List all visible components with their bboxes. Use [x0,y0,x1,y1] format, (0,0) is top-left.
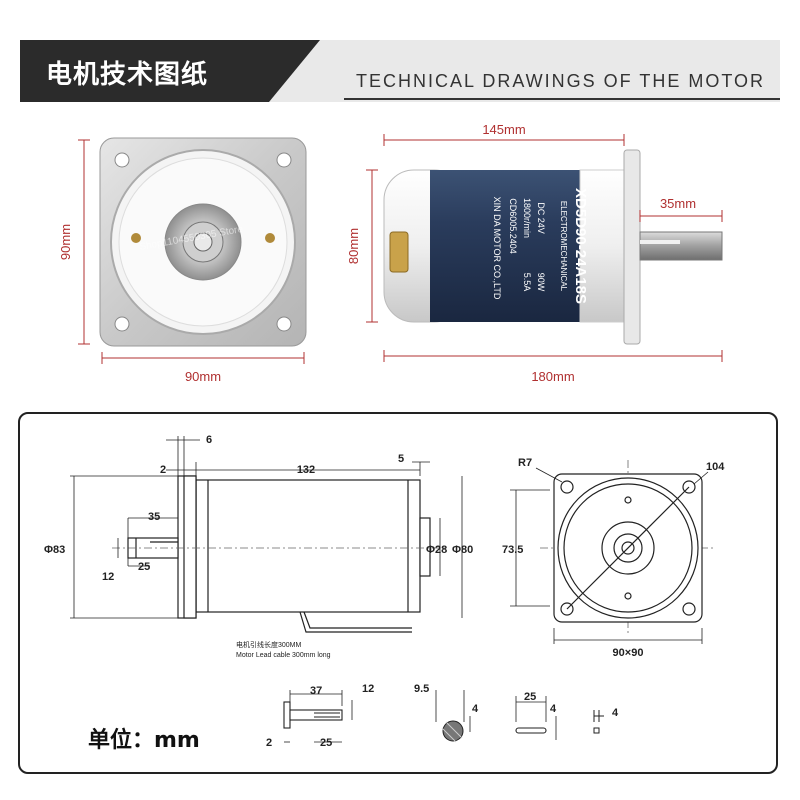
dim-90x90: 90×90 [613,647,644,659]
dim-phi80: Φ80 [452,544,473,556]
detail-4a: 4 [472,703,479,715]
dim-phi83: Φ83 [44,544,65,556]
dim-6: 6 [206,434,212,446]
detail-square-4: 4 [612,707,619,719]
dim-12: 12 [102,571,114,583]
motor-label: XD5D90-24A18S ELECTROMECHANICAL DC 24V 9… [492,188,589,304]
motor-model: XD5D90-24A18S [572,188,589,304]
front-dimensions [78,139,305,364]
detail-key-4: 4 [550,703,557,715]
motor-spec-voltage: DC 24V [536,202,546,234]
detail-12: 12 [362,683,374,695]
side-length-label: 145mm [482,122,525,137]
page-title-en: TECHNICAL DRAWINGS OF THE MOTOR [356,71,766,91]
page-title-cn: 电机技术图纸 [46,60,209,90]
dim-25: 25 [138,561,150,573]
motor-spec-power: 90W [536,273,546,292]
detail-9-5: 9.5 [414,683,429,695]
motor-spec-code: CD6005.2404 [508,198,518,254]
dim-2: 2 [160,464,166,476]
cable-note-cn: 电机引线长度300MM [236,640,302,649]
detail-25: 25 [320,737,332,749]
detail-key-25: 25 [524,691,536,703]
dim-132: 132 [297,464,315,476]
front-height-label: 90mm [58,224,73,260]
side-dimensions [366,134,723,362]
motor-spec-current: 5.5A [522,273,532,292]
detail-37: 37 [310,685,322,697]
detail-2: 2 [266,737,272,749]
motor-photos: 90mm 90mm XD5D90-24A18S ELECTROMECHANICA… [58,122,723,384]
motor-maker: XIN DA MOTOR CO.,LTD [492,197,502,300]
dim-35: 35 [148,511,160,523]
front-photo [99,137,307,347]
dim-73-5: 73.5 [502,544,523,556]
cable-note-en: Motor Lead cable 300mm long [236,652,331,659]
side-height-label: 80mm [346,228,361,264]
dim-phi28: Φ28 [426,544,447,556]
dim-r7: R7 [518,457,532,469]
total-length-label: 180mm [531,369,574,384]
dim-5: 5 [398,453,404,465]
dim-104: 104 [706,461,725,473]
shaft-length-label: 35mm [660,196,696,211]
side-photo [383,149,723,345]
motor-spec-speed: 1800r/min [522,198,532,238]
header-underline [344,98,780,100]
header-title-block [20,40,320,102]
motor-brand: ELECTROMECHANICAL [559,201,568,292]
front-width-label: 90mm [185,369,221,384]
unit-label: 单位：mm [88,728,200,753]
